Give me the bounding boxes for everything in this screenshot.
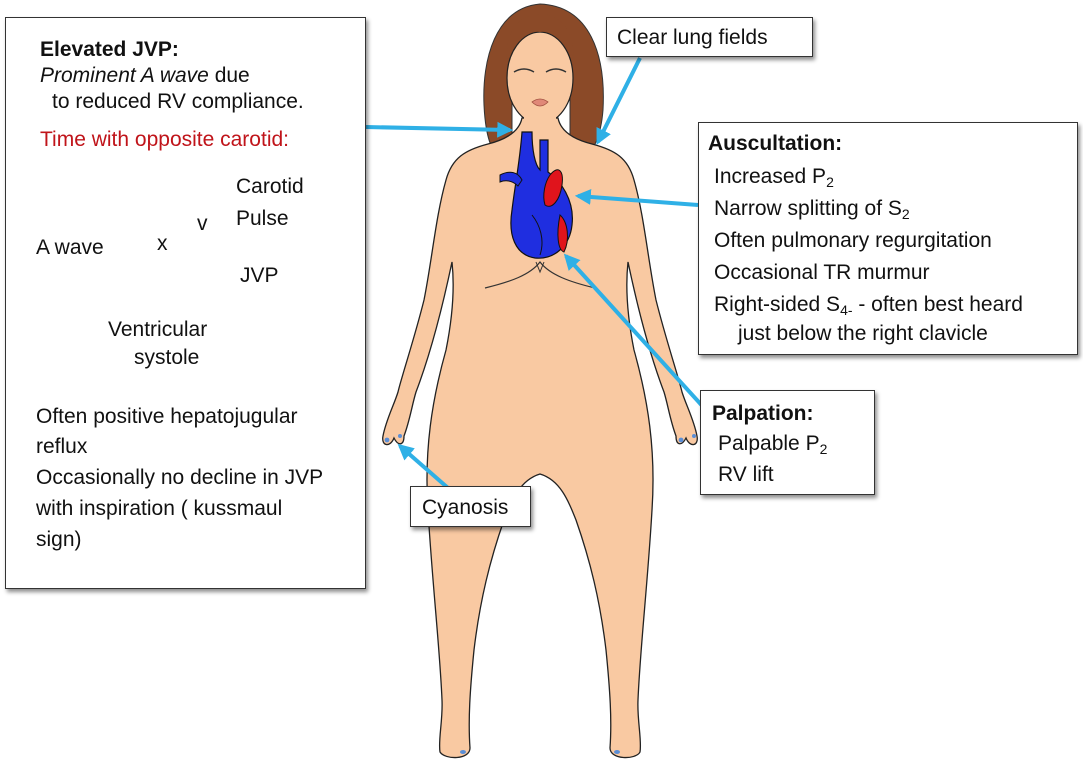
kussmaul-line-2: with inspiration ( kussmaul — [36, 497, 282, 521]
v-wave-label: v — [197, 212, 208, 236]
systole-label-1: Ventricular — [108, 318, 207, 342]
lung-text: Clear lung fields — [617, 26, 768, 50]
jvp-line1: Prominent A wave due — [40, 64, 250, 88]
cyanosis-text: Cyanosis — [422, 496, 508, 520]
auscultation-title: Auscultation: — [708, 132, 842, 156]
hjr-line-2: reflux — [36, 435, 87, 459]
prominent-a-wave: Prominent A wave — [40, 64, 209, 87]
right-sided-s4: Right-sided S4- - often best heard — [714, 293, 1023, 317]
timing-text: Time with opposite carotid: — [40, 128, 289, 152]
rv-lift: RV lift — [718, 463, 774, 487]
narrow-s2: Narrow splitting of S2 — [714, 197, 910, 221]
jvp-title: Elevated JVP: — [40, 38, 179, 62]
arrow-lungs — [598, 58, 640, 142]
face — [507, 32, 573, 124]
pulmonary-regurgitation: Often pulmonary regurgitation — [714, 229, 992, 253]
jvp-line1-rest: due — [209, 64, 250, 87]
a-wave-label: A wave — [36, 236, 104, 260]
kussmaul-line-1: Occasionally no decline in JVP — [36, 466, 323, 490]
palpable-p2: Palpable P2 — [718, 432, 827, 456]
tr-murmur: Occasional TR murmur — [714, 261, 930, 285]
carotid-label-1: Carotid — [236, 175, 304, 199]
hjr-line-1: Often positive hepatojugular — [36, 405, 298, 429]
palpation-title: Palpation: — [712, 402, 814, 426]
systole-label-2: systole — [134, 346, 199, 370]
jvp-label: JVP — [240, 264, 279, 288]
increased-p2: Increased P2 — [714, 165, 834, 189]
kussmaul-line-3: sign) — [36, 528, 82, 552]
right-clavicle: just below the right clavicle — [738, 322, 988, 346]
carotid-label-2: Pulse — [236, 207, 289, 231]
x-descent-label: x — [157, 232, 168, 256]
jvp-line2: to reduced RV compliance. — [52, 90, 304, 114]
